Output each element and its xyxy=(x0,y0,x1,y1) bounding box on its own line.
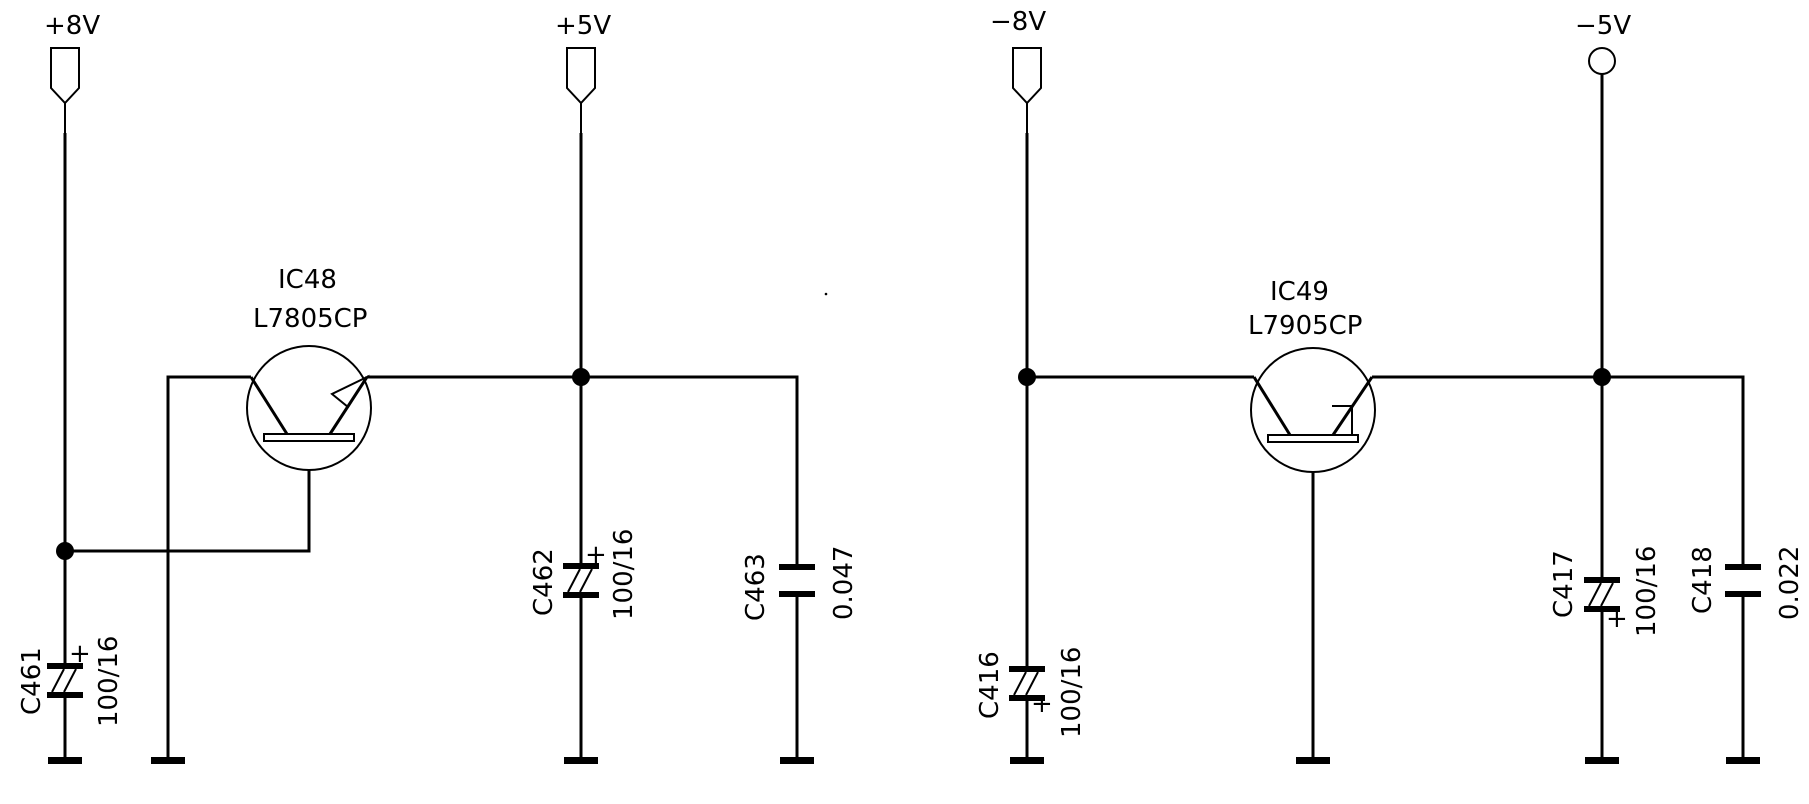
ic49-part: L7905CP xyxy=(1248,311,1363,341)
rail-label-minus-8v: −8V xyxy=(990,7,1046,37)
connector-plus-8v: +8V xyxy=(44,11,100,133)
c462-value: 100/16 xyxy=(609,529,639,620)
connector-plus-5v: +5V xyxy=(555,11,611,133)
c418-value: 0.022 xyxy=(1775,546,1805,620)
c417-value: 100/16 xyxy=(1632,546,1662,637)
ground-terminal xyxy=(151,757,185,764)
junction-dot xyxy=(1593,368,1611,386)
polarity-mark: + xyxy=(69,639,91,669)
connector-minus-5v: −5V xyxy=(1575,11,1631,75)
c463-ref: C463 xyxy=(741,553,771,621)
c416-ref: C416 xyxy=(975,651,1005,719)
rail-label-minus-5v: −5V xyxy=(1575,11,1631,41)
regulator-ic48: IC48 L7805CP xyxy=(246,265,372,471)
c461-value: 100/16 xyxy=(94,636,124,727)
ground-terminal xyxy=(564,757,598,764)
stray-mark xyxy=(824,292,828,296)
c418-ref: C418 xyxy=(1688,546,1718,614)
wire-ic48-gnd xyxy=(65,470,311,553)
c416-value: 100/16 xyxy=(1057,647,1087,738)
c461-ref: C461 xyxy=(17,647,47,715)
ground-terminal xyxy=(48,757,82,764)
ground-terminal xyxy=(1726,757,1760,764)
capacitor-c418: C418 0.022 xyxy=(1688,546,1805,757)
junction-dot xyxy=(572,368,590,386)
ground-terminal xyxy=(1585,757,1619,764)
connector-minus-8v: −8V xyxy=(990,7,1046,133)
ground-terminal xyxy=(780,757,814,764)
wire-ic48-output xyxy=(367,375,799,565)
rail-label-plus-5v: +5V xyxy=(555,11,611,41)
c417-ref: C417 xyxy=(1549,550,1579,618)
ic49-ref: IC49 xyxy=(1270,277,1329,307)
capacitor-c417: + C417 100/16 xyxy=(1549,546,1662,637)
ground-terminal xyxy=(1296,757,1330,764)
regulator-ic49: IC49 L7905CP xyxy=(1248,277,1376,473)
ic48-ref: IC48 xyxy=(278,265,337,295)
capacitor-c416: + C416 100/16 xyxy=(975,647,1087,738)
c463-value: 0.047 xyxy=(829,546,859,620)
wire-ic49-output xyxy=(1372,375,1745,565)
polarity-mark: + xyxy=(1606,604,1628,634)
capacitor-c462: + C462 100/16 xyxy=(529,529,639,620)
wire-ic48-input xyxy=(166,375,251,757)
ground-terminals xyxy=(48,757,1760,764)
capacitor-c461: + C461 100/16 xyxy=(17,636,124,727)
rail-label-plus-8v: +8V xyxy=(44,11,100,41)
c462-ref: C462 xyxy=(529,548,559,616)
capacitor-c463: C463 0.047 xyxy=(741,546,859,757)
polarity-mark: + xyxy=(1031,689,1053,719)
polarity-mark: + xyxy=(585,540,607,570)
ground-terminal xyxy=(1010,757,1044,764)
ic48-part: L7805CP xyxy=(253,304,368,334)
